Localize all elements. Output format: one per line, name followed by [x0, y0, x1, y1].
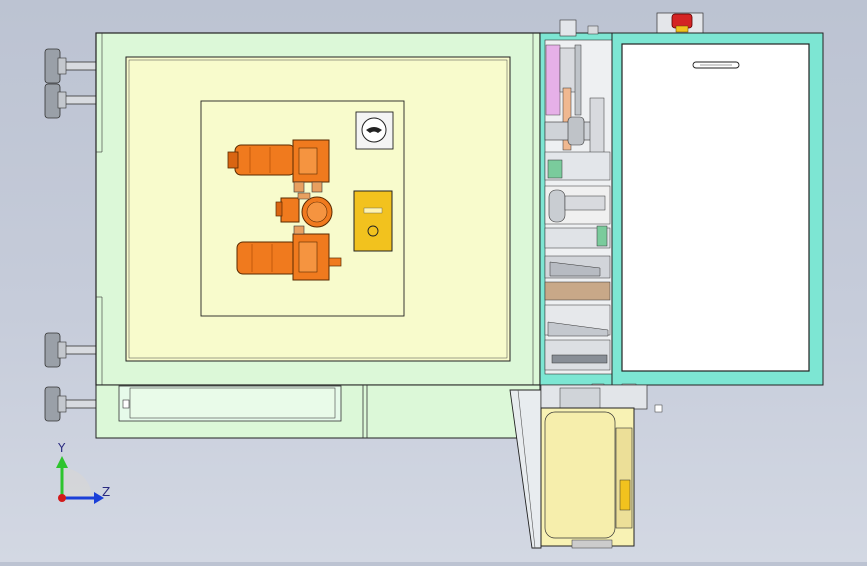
discharge-chute: [509, 384, 648, 549]
leveling-foot: [44, 386, 98, 422]
leveling-foot: [44, 48, 98, 84]
rotary-switch-icon[interactable]: [355, 111, 394, 150]
axis-y-label: Y: [58, 441, 66, 455]
motor-housing: [540, 407, 635, 549]
mechanism-area: [539, 32, 623, 386]
door-handle-icon[interactable]: [692, 61, 740, 69]
air-filter-regulator[interactable]: [227, 139, 342, 281]
coordinate-triad: [56, 456, 104, 504]
access-door[interactable]: [611, 32, 824, 386]
base-frame: [95, 384, 541, 439]
leveling-feet-group: [44, 48, 98, 422]
leveling-foot: [44, 83, 98, 119]
axis-z-label: Z: [102, 485, 111, 499]
emergency-stop-icon[interactable]: [671, 13, 693, 33]
leveling-foot: [44, 332, 98, 368]
gold-control-plate[interactable]: [353, 190, 393, 252]
